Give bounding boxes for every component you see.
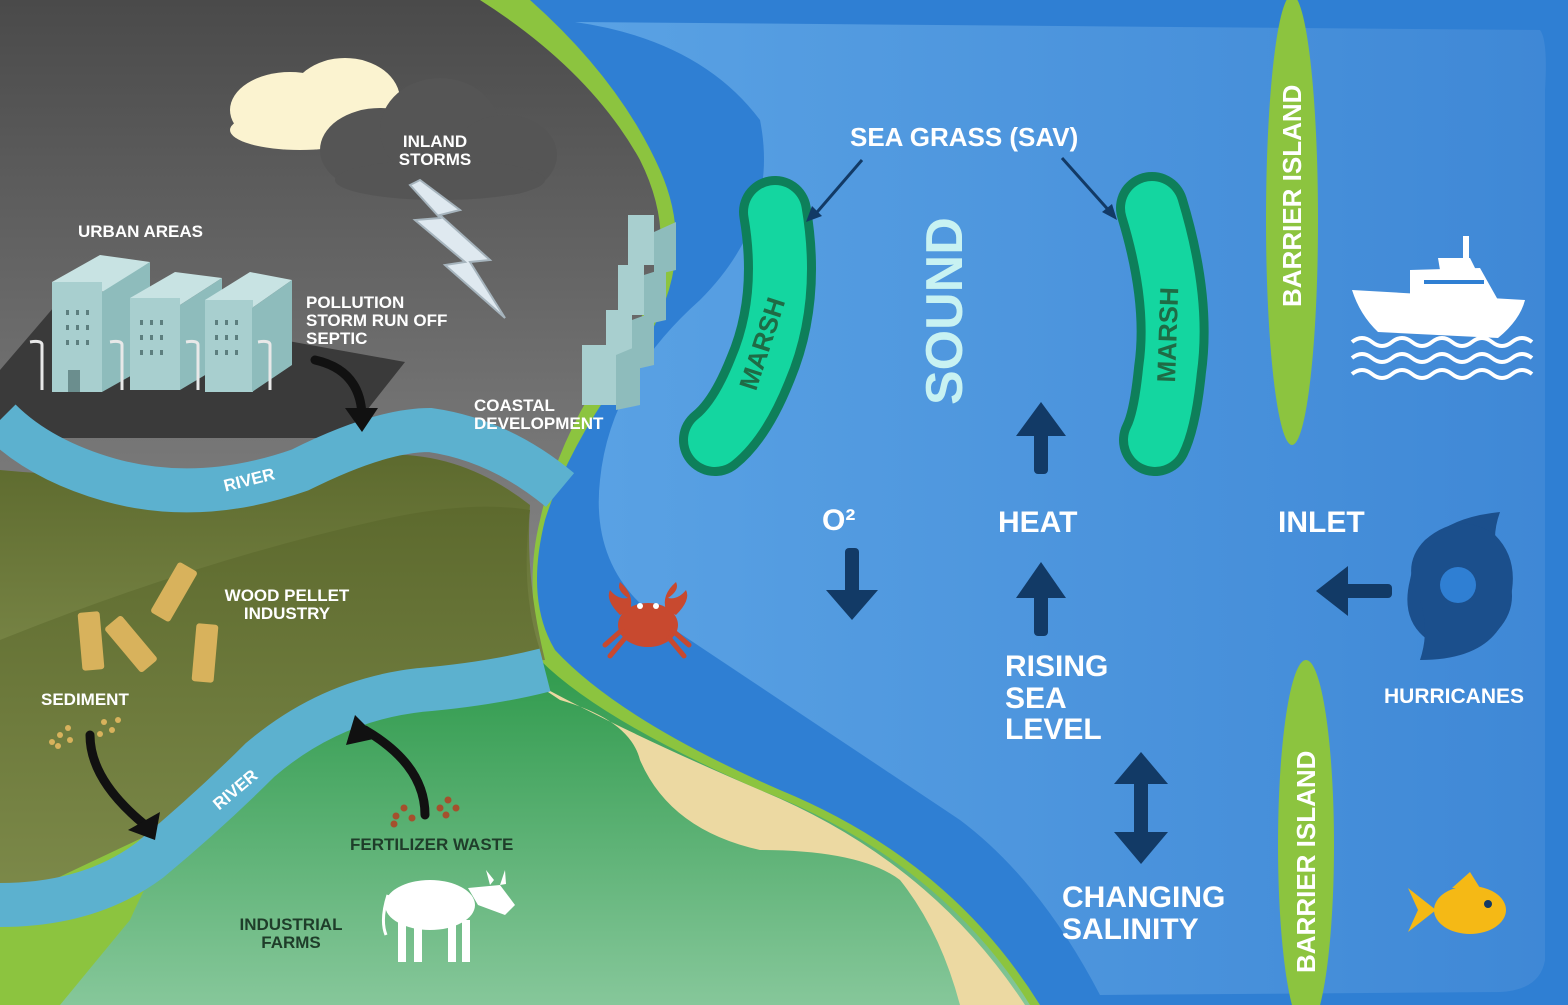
marsh-left	[688, 185, 807, 467]
arrow-icon	[1016, 402, 1066, 474]
arrow-icon	[826, 548, 878, 620]
arrow-icon	[1016, 562, 1066, 636]
fish-icon	[1408, 872, 1506, 934]
street-lamp-icon	[29, 339, 272, 390]
arrow-icon	[810, 159, 864, 219]
barrier-island-top	[1266, 0, 1318, 445]
marsh-right-label: MARSH	[1151, 286, 1185, 383]
sea-grass-label: SEA GRASS (SAV)	[850, 122, 1079, 152]
storm-cloud-icon	[320, 78, 557, 200]
fertilizer-dots-icon	[390, 796, 460, 828]
lightning-icon	[408, 178, 506, 319]
heat-label: HEAT	[998, 506, 1078, 539]
waves-icon	[1350, 336, 1534, 380]
barrier-island-bottom-label: BARRIER ISLAND	[1291, 750, 1321, 973]
arrow-icon	[1316, 566, 1392, 616]
arrow-icon	[85, 730, 150, 830]
hurricane-icon	[1407, 512, 1513, 660]
arrow-icon	[128, 812, 160, 840]
building-icon	[205, 272, 292, 392]
river-lower	[0, 648, 551, 927]
building-windows	[66, 310, 238, 355]
oxygen-label: O²	[822, 504, 856, 537]
sediment-dots-icon	[49, 717, 121, 749]
sound-label: SOUND	[916, 217, 974, 405]
cow-icon	[381, 870, 515, 962]
crab-icon	[602, 582, 692, 659]
urban-areas-label: URBAN AREAS	[78, 222, 203, 241]
beach	[530, 680, 1025, 1005]
arrow-icon	[310, 355, 367, 420]
inlet-label: INLET	[1278, 506, 1365, 539]
arrow-icon	[1114, 752, 1168, 864]
arrow-icon	[806, 206, 822, 222]
arrow-icon	[346, 715, 378, 745]
marsh-right	[1125, 181, 1200, 467]
arrow-icon	[345, 408, 378, 432]
olive-land-2	[0, 506, 540, 905]
barrier-island-top-label: BARRIER ISLAND	[1277, 84, 1307, 307]
hurricanes-label: HURRICANES	[1384, 685, 1525, 708]
arrow-icon	[1060, 157, 1114, 215]
sediment-label: SEDIMENT	[41, 690, 129, 709]
barrier-island-bottom	[1278, 660, 1334, 1005]
river-upper	[0, 404, 575, 513]
building-icon	[582, 215, 676, 410]
ship-icon	[1352, 236, 1525, 338]
arrow-icon	[1102, 204, 1117, 220]
wood-pellet-icon	[77, 562, 219, 683]
fertilizer-waste-label: FERTILIZER WASTE	[350, 835, 514, 854]
